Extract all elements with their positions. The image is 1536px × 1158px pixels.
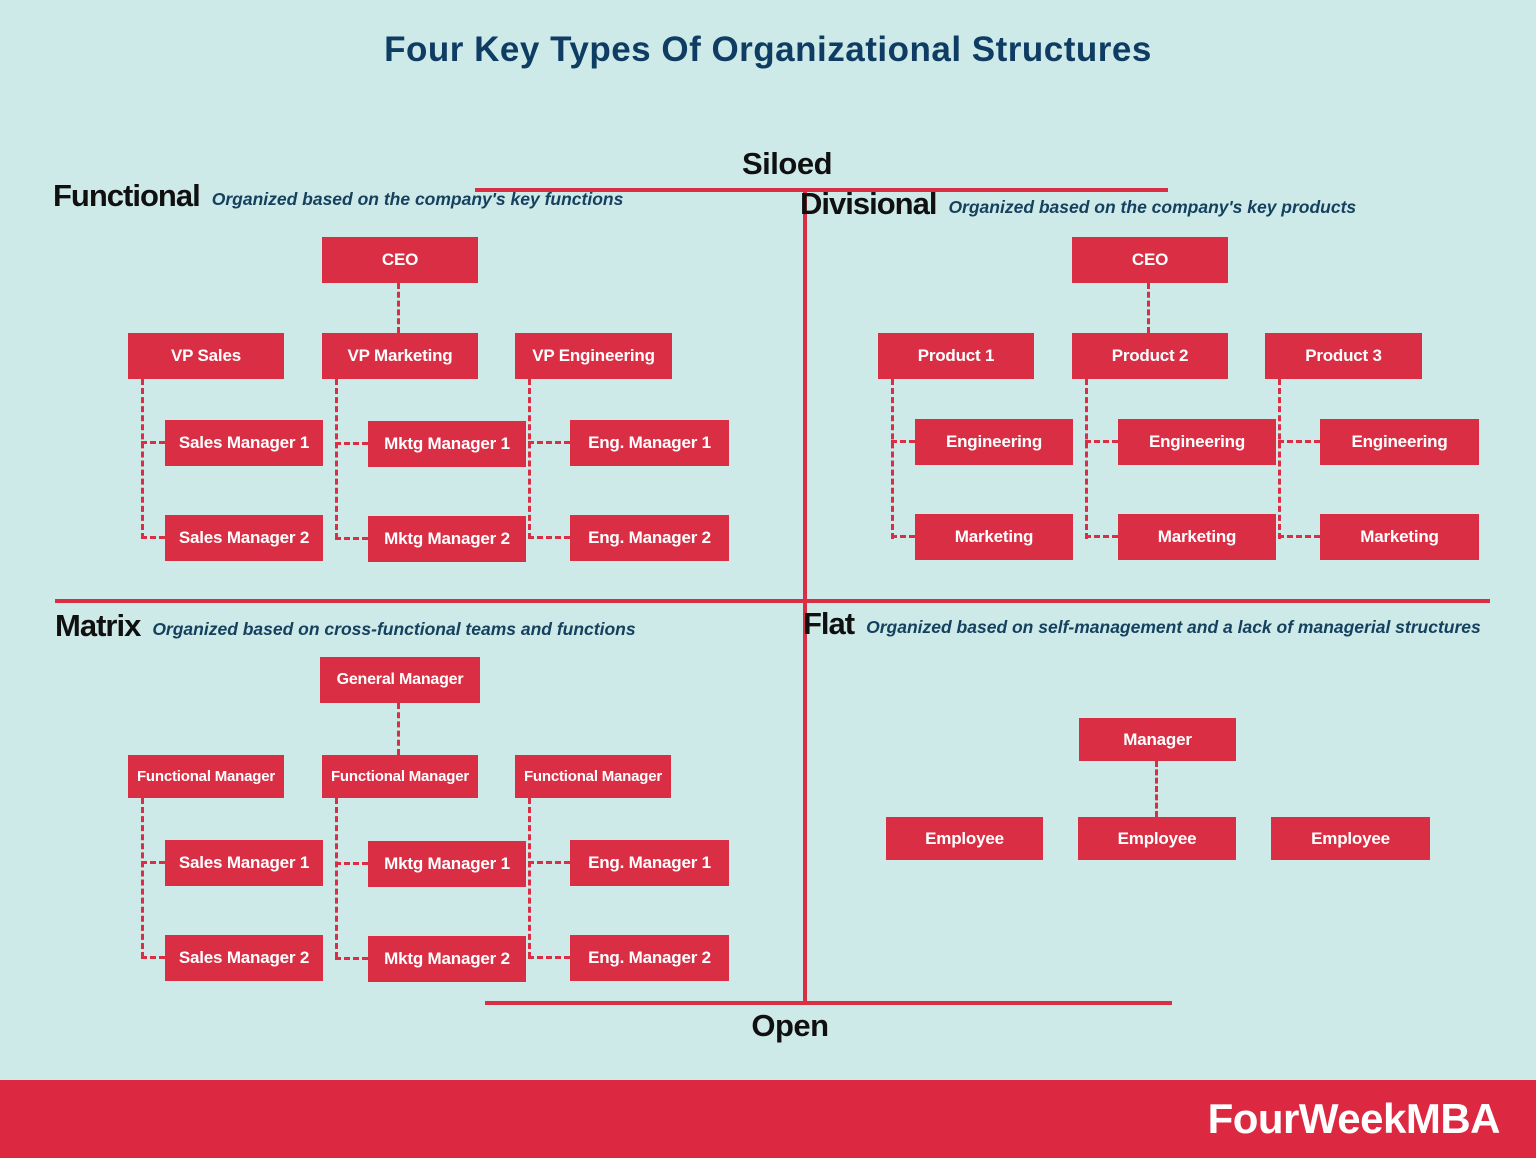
org-node-vp-sales: VP Sales [128,333,284,379]
footer-bar: FourWeekMBA [0,1080,1536,1158]
org-node-sales-manager-1: Sales Manager 1 [165,420,323,466]
connector [891,535,915,538]
org-node-matrix-mktg-manager-1: Mktg Manager 1 [368,841,526,887]
org-node-eng-manager-1: Eng. Manager 1 [570,420,729,466]
org-node-functional-manager-3: Functional Manager [515,755,671,798]
org-node-employee-3: Employee [1271,817,1430,860]
axis-line-vertical [803,188,807,1003]
org-node-sales-manager-2: Sales Manager 2 [165,515,323,561]
connector [1278,440,1320,443]
functional-header: Functional Organized based on the compan… [53,178,623,214]
org-node-functional-manager-1: Functional Manager [128,755,284,798]
connector [335,957,368,960]
axis-line-middle [55,599,1490,603]
org-node-product-1: Product 1 [878,333,1034,379]
org-node-matrix-eng-manager-1: Eng. Manager 1 [570,840,729,886]
org-node-matrix-eng-manager-2: Eng. Manager 2 [570,935,729,981]
org-node-product-2: Product 2 [1072,333,1228,379]
connector [1085,440,1118,443]
flat-title: Flat [803,606,855,641]
axis-line-top [475,188,1168,192]
axis-line-bottom [485,1001,1172,1005]
connector [141,536,165,539]
org-node-ceo-divisional: CEO [1072,237,1228,283]
divisional-header: Divisional Organized based on the compan… [800,186,1356,222]
connector [141,956,165,959]
connector [891,440,915,443]
org-node-product-3: Product 3 [1265,333,1422,379]
connector [1085,379,1088,539]
org-node-mktg-manager-2: Mktg Manager 2 [368,516,526,562]
connector [1278,535,1320,538]
matrix-title: Matrix [55,608,141,643]
connector [335,798,338,958]
org-node-engineering-1: Engineering [915,419,1073,465]
connector [528,956,570,959]
flat-header: Flat Organized based on self-management … [803,606,1481,642]
org-node-matrix-sales-manager-2: Sales Manager 2 [165,935,323,981]
connector [528,441,570,444]
connector [1155,761,1158,817]
brand-logo: FourWeekMBA [1207,1095,1501,1142]
org-node-functional-manager-2: Functional Manager [322,755,478,798]
matrix-header: Matrix Organized based on cross-function… [55,608,636,644]
org-node-eng-manager-2: Eng. Manager 2 [570,515,729,561]
org-node-engineering-2: Engineering [1118,419,1276,465]
org-node-mktg-manager-1: Mktg Manager 1 [368,421,526,467]
connector [528,861,570,864]
divisional-subtitle: Organized based on the company's key pro… [948,196,1357,217]
connector [397,283,400,333]
connector [141,441,165,444]
connector [397,703,400,755]
connector [335,537,368,540]
functional-subtitle: Organized based on the company's key fun… [211,188,624,209]
org-node-general-manager: General Manager [320,657,480,703]
org-node-vp-marketing: VP Marketing [322,333,478,379]
connector [335,442,368,445]
org-node-employee-2: Employee [1078,817,1236,860]
org-node-employee-1: Employee [886,817,1043,860]
org-node-engineering-3: Engineering [1320,419,1479,465]
connector [528,379,531,539]
connector [141,861,165,864]
connector [1278,379,1281,539]
axis-label-siloed: Siloed [741,146,833,181]
connector [1147,283,1150,333]
connector [528,798,531,958]
connector [335,379,338,539]
connector [891,379,894,539]
org-node-marketing-2: Marketing [1118,514,1276,560]
connector [141,379,144,539]
functional-title: Functional [53,178,201,213]
org-node-matrix-sales-manager-1: Sales Manager 1 [165,840,323,886]
divisional-title: Divisional [800,186,937,221]
org-node-marketing-3: Marketing [1320,514,1479,560]
org-node-vp-engineering: VP Engineering [515,333,672,379]
org-node-marketing-1: Marketing [915,514,1073,560]
org-node-ceo: CEO [322,237,478,283]
org-node-matrix-mktg-manager-2: Mktg Manager 2 [368,936,526,982]
axis-label-open: Open [751,1008,829,1043]
org-node-manager: Manager [1079,718,1236,761]
connector [141,798,144,958]
flat-subtitle: Organized based on self-management and a… [866,616,1481,637]
page-title: Four Key Types Of Organizational Structu… [384,30,1152,69]
connector [335,862,368,865]
connector [528,536,570,539]
matrix-subtitle: Organized based on cross-functional team… [152,618,636,639]
connector [1085,535,1118,538]
